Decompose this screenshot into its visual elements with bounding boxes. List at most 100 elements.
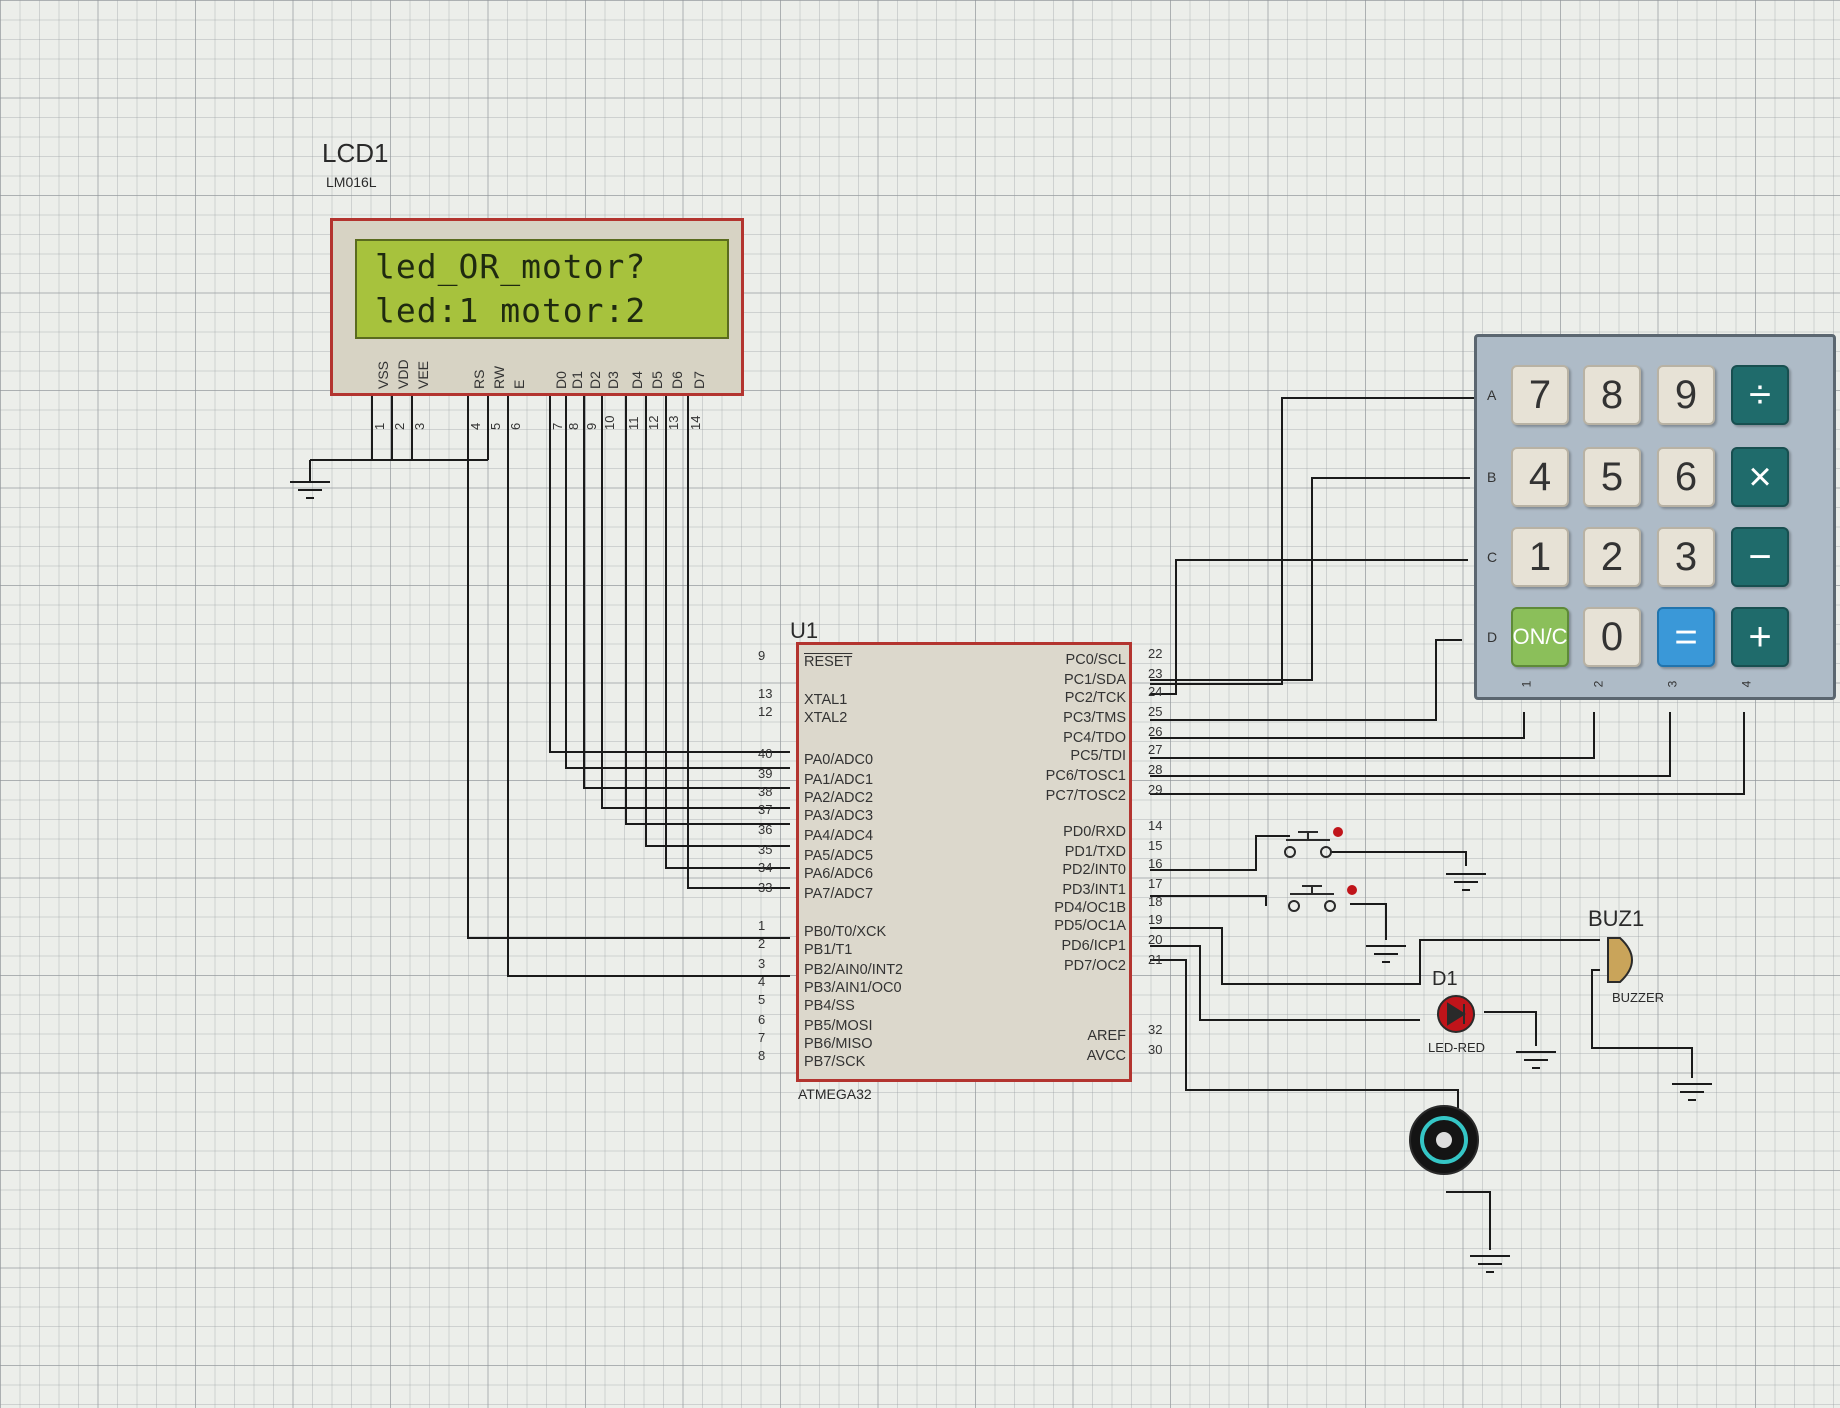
mcu-pin-label: PB5/MOSI <box>804 1018 873 1034</box>
mcu-pin-number: 4 <box>758 974 766 989</box>
lcd-pin-number: 11 <box>626 416 641 431</box>
mcu-pin-label: RESET <box>804 654 853 670</box>
wire-motor <box>1150 959 1491 1250</box>
mcu-pin-number: 20 <box>1148 932 1163 947</box>
mcu-pin-number: 12 <box>758 704 773 719</box>
keypad-key[interactable]: + <box>1731 607 1789 667</box>
keypad-col-label: 2 <box>1591 680 1606 688</box>
lcd-pin-label-d1: D1 <box>569 371 585 389</box>
keypad-col-label: 1 <box>1519 680 1534 688</box>
wire-d0 <box>549 396 790 753</box>
lcd-line-1: led_OR_motor? <box>375 247 647 286</box>
button-1-state-indicator <box>1333 827 1343 837</box>
wire-col-2 <box>1150 712 1595 759</box>
mcu-pin-number: 40 <box>758 746 773 761</box>
lcd-ref-label: LCD1 <box>322 138 389 168</box>
keypad-key[interactable]: 6 <box>1657 447 1715 507</box>
mcu-pin-number: 19 <box>1148 912 1163 927</box>
lcd-part-label: LM016L <box>326 174 377 190</box>
keypad-key[interactable]: 5 <box>1583 447 1641 507</box>
mcu-pin-label: PD4/OC1B <box>1054 900 1126 916</box>
mcu-pin-label: AREF <box>1087 1028 1126 1044</box>
buzzer-ref-label: BUZ1 <box>1588 906 1645 931</box>
mcu-pin-number: 16 <box>1148 856 1163 871</box>
mcu-part-label: ATMEGA32 <box>798 1086 872 1102</box>
mcu-pin-number: 33 <box>758 880 773 895</box>
mcu-pin-number: 13 <box>758 686 773 701</box>
mcu-pin-number: 36 <box>758 822 773 837</box>
lcd-pin-label-rs: RS <box>471 369 487 389</box>
ground-symbol-buzzer <box>1672 1083 1712 1101</box>
keypad-key[interactable]: 3 <box>1657 527 1715 587</box>
mcu-pin-label: PB2/AIN0/INT2 <box>804 962 904 978</box>
led-part-label: LED-RED <box>1428 1040 1486 1055</box>
keypad-key[interactable]: ON/C <box>1511 607 1569 667</box>
motor-icon[interactable] <box>1406 1102 1486 1182</box>
keypad-key[interactable]: = <box>1657 607 1715 667</box>
mcu-pin-label: PC3/TMS <box>1063 710 1126 726</box>
lcd-pin-number: 2 <box>392 422 407 430</box>
mcu-pin-number: 30 <box>1148 1042 1163 1057</box>
mcu-ref-label: U1 <box>790 618 819 643</box>
keypad-key[interactable]: × <box>1731 447 1789 507</box>
ground-symbol-btn2 <box>1366 945 1406 963</box>
mcu-pin-label: PC0/SCL <box>1065 652 1126 668</box>
wire-row-b <box>1150 477 1470 681</box>
led-red-icon[interactable] <box>1420 994 1490 1034</box>
lcd-pin-label-d3: D3 <box>605 371 621 389</box>
lcd-pin-label-d6: D6 <box>669 371 685 389</box>
keypad-key[interactable]: 8 <box>1583 365 1641 425</box>
mcu-pin-number: 39 <box>758 766 773 781</box>
mcu-pin-label: PB6/MISO <box>804 1036 873 1052</box>
mcu-pin-number: 3 <box>758 956 766 971</box>
mcu-pin-label: PC5/TDI <box>1070 748 1126 764</box>
mcu-pin-label: PD7/OC2 <box>1063 958 1126 974</box>
keypad-key[interactable]: 4 <box>1511 447 1569 507</box>
mcu-pin-label: XTAL1 <box>804 692 848 708</box>
mcu-pin-number: 2 <box>758 936 766 951</box>
keypad-row-label: D <box>1487 629 1498 645</box>
keypad-key[interactable]: 9 <box>1657 365 1715 425</box>
button-1-contact-left <box>1284 846 1296 858</box>
mcu-pin-number: 25 <box>1148 704 1163 719</box>
keypad-row-label: A <box>1487 387 1497 403</box>
button-2-contact-right <box>1324 900 1336 912</box>
mcu-pin-number: 34 <box>758 860 773 875</box>
wire-d1 <box>565 396 790 769</box>
keypad-key[interactable]: − <box>1731 527 1789 587</box>
ground-symbol-led <box>1516 1051 1556 1069</box>
buzzer-icon[interactable] <box>1594 930 1654 990</box>
mcu-pin-number: 27 <box>1148 742 1163 757</box>
mcu-pin-label: PA2/ADC2 <box>804 790 874 806</box>
wire-d7 <box>687 396 790 889</box>
lcd-pin-label-vee: VEE <box>415 360 431 389</box>
mcu-pin-number: 35 <box>758 842 773 857</box>
push-buttons[interactable] <box>1246 818 1376 918</box>
button-1-contact-right <box>1320 846 1332 858</box>
wire-col-1 <box>1150 712 1525 739</box>
keypad-key[interactable]: 7 <box>1511 365 1569 425</box>
lcd-pin-number: 4 <box>468 422 483 430</box>
lcd-pin-number: 3 <box>412 422 427 430</box>
keypad-key[interactable]: 0 <box>1583 607 1641 667</box>
lcd-pin-number: 9 <box>584 422 599 430</box>
mcu-pin-label: PD0/RXD <box>1063 824 1126 840</box>
mcu-pin-label: PA1/ADC1 <box>804 772 874 788</box>
keypad-key[interactable]: 2 <box>1583 527 1641 587</box>
button-2-state-indicator <box>1347 885 1357 895</box>
keypad-key[interactable]: 1 <box>1511 527 1569 587</box>
mcu-pin-label: PD2/INT0 <box>1062 862 1126 878</box>
wire-d5 <box>645 396 790 847</box>
lcd-pin-label-vss: VSS <box>375 360 391 389</box>
atmega32-chip[interactable] <box>796 642 1132 1082</box>
mcu-pin-number: 6 <box>758 1012 766 1027</box>
wire-e <box>507 396 790 977</box>
lcd-pin-number: 12 <box>646 415 661 430</box>
mcu-pin-label: PA4/ADC4 <box>804 828 874 844</box>
keypad-key[interactable]: ÷ <box>1731 365 1789 425</box>
lcd-pin-label-d0: D0 <box>553 371 569 389</box>
mcu-pin-label: XTAL2 <box>804 710 848 726</box>
mcu-pin-label: PA7/ADC7 <box>804 886 874 902</box>
